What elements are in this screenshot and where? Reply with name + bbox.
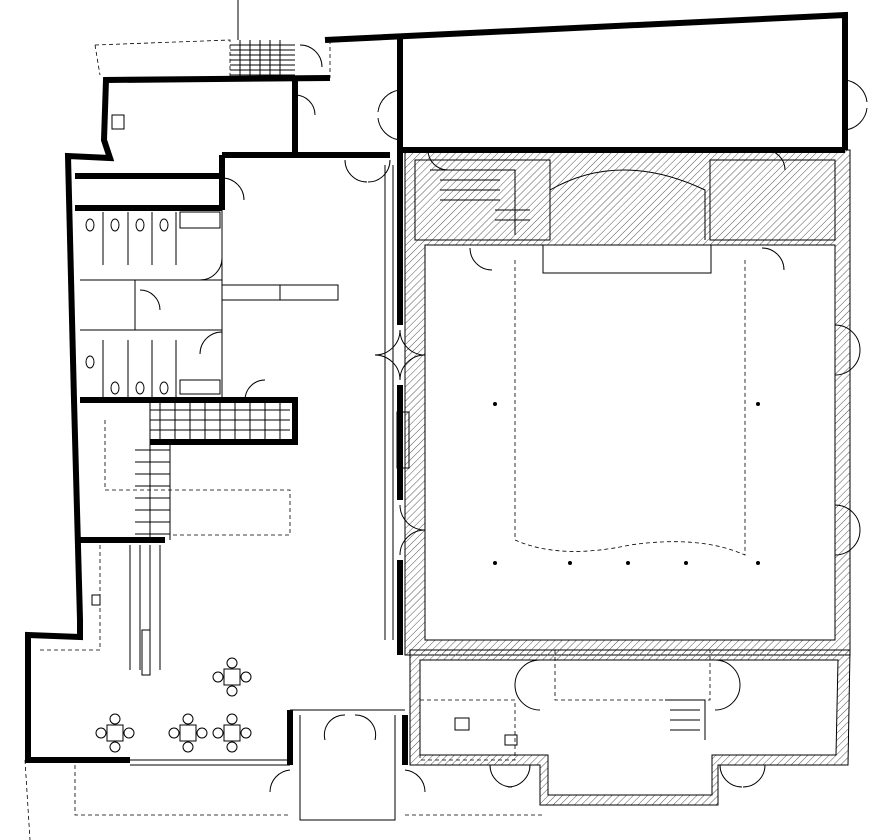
stairs: [129, 40, 706, 740]
sanitary-fixtures: [85, 114, 518, 746]
column-dots: [493, 402, 760, 565]
interior-walls: [80, 165, 410, 821]
doors: [139, 44, 868, 793]
dashed-outlines: [24, 39, 746, 840]
table: [212, 657, 252, 697]
hatched-walls: [404, 149, 851, 806]
table: [168, 713, 208, 753]
table: [212, 713, 252, 753]
cafe-tables: [95, 657, 252, 753]
table: [95, 713, 135, 753]
exterior-walls: [25, 11, 848, 765]
